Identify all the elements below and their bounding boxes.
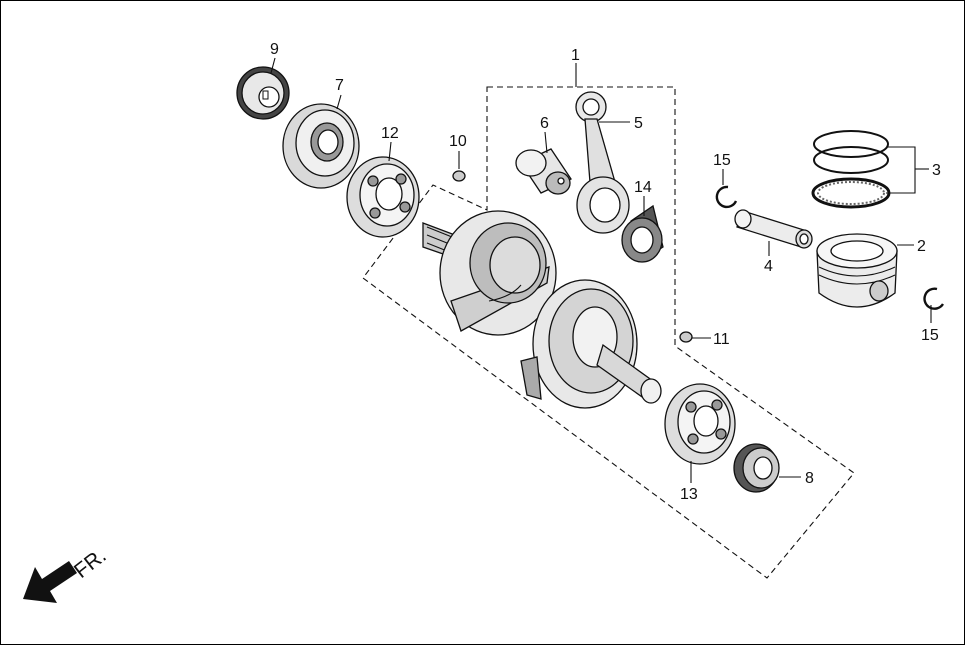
callout-1: 1: [571, 47, 580, 64]
callout-15-upper: 15: [713, 152, 731, 169]
callout-15-lower: 15: [921, 327, 939, 344]
piston-pin-clip-upper: [715, 185, 738, 209]
piston: [816, 233, 898, 308]
piston-pin-clip-lower: [923, 287, 945, 310]
needle-bearing: [621, 204, 664, 263]
front-direction-arrow-icon: [23, 561, 77, 603]
callout-9: 9: [270, 41, 279, 58]
woodruff-key: [452, 170, 466, 182]
callout-13: 13: [680, 486, 698, 503]
callout-4: 4: [764, 258, 773, 275]
callout-6: 6: [540, 115, 549, 132]
callout-14: 14: [634, 179, 652, 196]
callout-5: 5: [634, 115, 643, 132]
callout-7: 7: [335, 77, 344, 94]
callout-12: 12: [381, 125, 399, 142]
ball-bearing-right: [664, 383, 736, 465]
timing-gear: [236, 66, 290, 120]
ball-bearing-left: [346, 156, 420, 238]
piston-rings: [811, 130, 891, 209]
callout-11: 11: [713, 331, 730, 348]
callout-10: 10: [449, 133, 467, 150]
piston-pin: [734, 209, 813, 249]
crankshaft-right-half: [520, 279, 662, 409]
oil-seal: [282, 103, 360, 189]
crankshaft-left-half: [422, 210, 557, 336]
crank-pin: [515, 148, 572, 195]
small-key: [679, 331, 693, 343]
assembly-boundary: [362, 86, 855, 579]
drive-gear: [733, 443, 780, 493]
leader-lines: [270, 57, 932, 483]
callout-2: 2: [917, 238, 926, 255]
front-direction-label: FR.: [70, 544, 111, 583]
callout-8: 8: [805, 470, 814, 487]
callout-3: 3: [932, 162, 941, 179]
connecting-rod: [575, 91, 630, 234]
